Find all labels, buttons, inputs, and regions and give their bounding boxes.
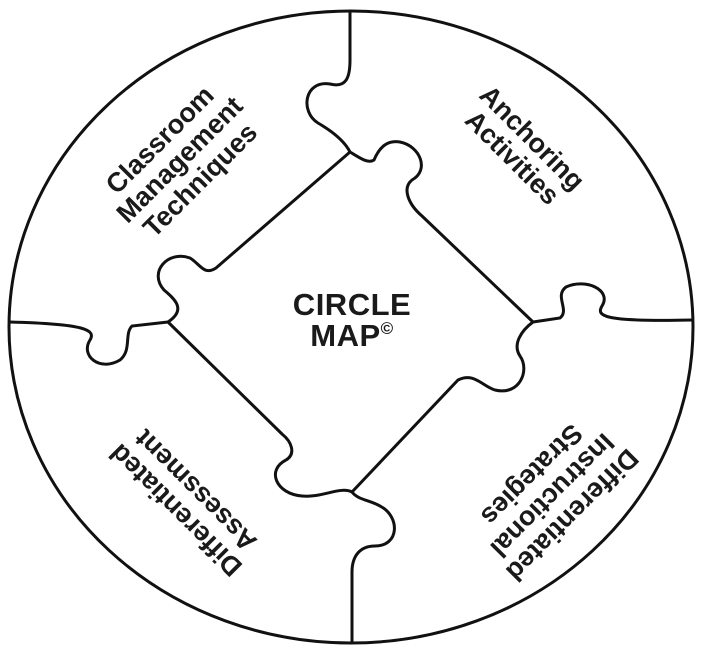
title-line-2: MAP©: [293, 320, 411, 351]
divider-left: [9, 320, 169, 366]
center-title: CIRCLE MAP©: [293, 289, 411, 351]
divider-top: [305, 11, 352, 153]
divider-right: [532, 282, 693, 324]
divider-bottom: [350, 490, 396, 643]
title-map: MAP: [310, 318, 381, 353]
center-piece: [156, 140, 535, 498]
title-line-1: CIRCLE: [292, 287, 412, 322]
copyright-mark: ©: [380, 319, 394, 338]
